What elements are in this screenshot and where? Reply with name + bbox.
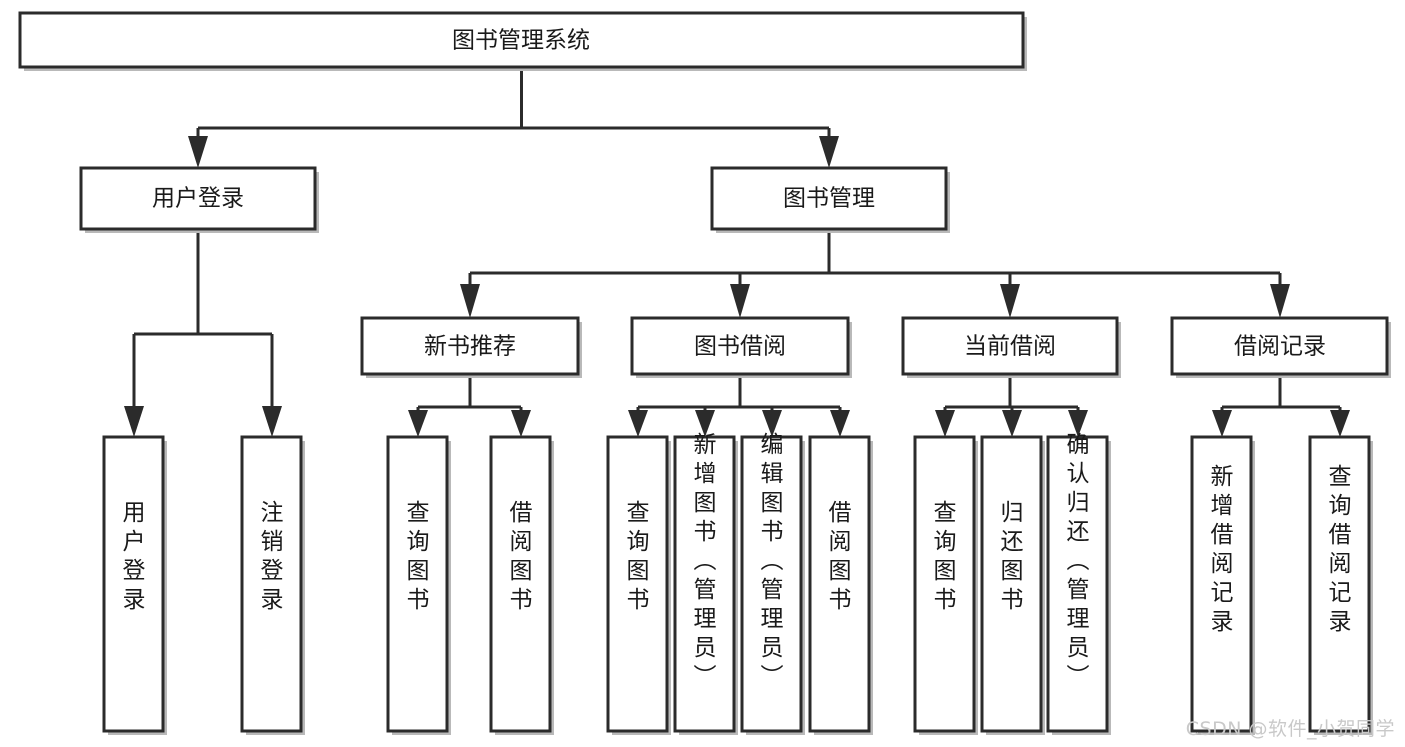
connector-group-borrowrecord-to-leaves	[1212, 374, 1350, 437]
node-new-book-recommend-label: 新书推荐	[424, 334, 516, 360]
arrow-head-leaf-query-book-1	[408, 410, 428, 437]
arrow-head-leaf-add-book	[695, 410, 715, 437]
leaf-return-book-label: 归还图书	[1001, 500, 1024, 613]
node-borrow-record-rect[interactable]	[1170, 316, 1389, 376]
leaf-borrow-book-1-rect[interactable]	[489, 435, 552, 733]
leaf-return-book-rect[interactable]	[980, 435, 1043, 733]
leaf-borrow-book-1-label: 借阅图书	[510, 500, 533, 613]
arrow-head-new-book-recommend	[460, 284, 480, 318]
leaf-borrow-book-2-label: 借阅图书	[829, 500, 852, 613]
node-book-management[interactable]: 图书管理	[710, 166, 950, 233]
node-root-label: 图书管理系统	[452, 28, 590, 54]
node-user-login[interactable]: 用户登录	[79, 166, 319, 233]
node-user-login-label: 用户登录	[152, 186, 244, 212]
leaf-confirm-return-rect[interactable]	[1046, 435, 1109, 733]
connector-group-bookborrow-to-leaves	[628, 374, 850, 437]
leaf-user-logout-rect[interactable]	[240, 435, 303, 733]
leaf-add-book-label: 新增图书︵管理员︶	[694, 432, 717, 690]
leaf-add-book[interactable]: 新增图书︵管理员︶	[673, 432, 738, 735]
connector-group-currentborrow-to-leaves	[935, 374, 1088, 437]
leaf-confirm-return[interactable]: 确认归还︵管理员︶	[1046, 432, 1111, 735]
leaf-edit-book[interactable]: 编辑图书︵管理员︶	[740, 432, 805, 735]
arrow-head-leaf-return-book	[1002, 410, 1022, 437]
arrow-head-leaf-edit-book	[762, 410, 782, 437]
leaf-query-record-rect[interactable]	[1308, 435, 1371, 733]
leaf-borrow-book-2-rect[interactable]	[808, 435, 871, 733]
connector-group-root-to-level1	[188, 67, 839, 168]
node-user-login-rect[interactable]	[79, 166, 317, 231]
leaf-add-record-rect[interactable]	[1190, 435, 1253, 733]
arrow-head-leaf-query-record	[1330, 410, 1350, 437]
arrow-head-book-management	[819, 136, 839, 168]
node-current-borrow-rect[interactable]	[901, 316, 1119, 376]
arrow-head-user-login	[188, 136, 208, 168]
node-book-borrow-label: 图书借阅	[694, 334, 786, 360]
leaf-query-book-3-label: 查询图书	[934, 500, 957, 613]
leaf-query-book-1-rect[interactable]	[386, 435, 449, 733]
leaf-add-book-rect[interactable]	[673, 435, 736, 733]
node-current-borrow-label: 当前借阅	[964, 334, 1056, 360]
arrow-head-leaf-add-record	[1212, 410, 1232, 437]
connector-group-newbook-to-leaves	[408, 374, 531, 437]
leaf-query-book-2-rect[interactable]	[606, 435, 669, 733]
leaf-user-login-rect[interactable]	[102, 435, 165, 733]
arrow-head-leaf-confirm-return	[1068, 410, 1088, 437]
leaf-return-book[interactable]: 归还图书	[980, 435, 1045, 735]
leaf-user-logout[interactable]: 注销登录	[240, 435, 305, 735]
arrow-head-leaf-user-login	[124, 406, 144, 437]
node-book-management-label: 图书管理	[783, 186, 875, 212]
connector-group-userlogin-to-leaves	[124, 233, 282, 437]
leaf-query-book-3[interactable]: 查询图书	[913, 435, 978, 735]
arrow-head-leaf-query-book-2	[628, 410, 648, 437]
leaf-add-record[interactable]: 新增借阅记录	[1190, 435, 1255, 735]
leaf-borrow-book-1[interactable]: 借阅图书	[489, 435, 554, 735]
arrow-head-leaf-query-book-3	[935, 410, 955, 437]
leaf-query-book-1[interactable]: 查询图书	[386, 435, 451, 735]
node-borrow-record-label: 借阅记录	[1234, 334, 1326, 360]
leaf-user-login[interactable]: 用户登录	[102, 435, 167, 735]
leaf-query-book-1-label: 查询图书	[407, 500, 430, 613]
node-root-rect[interactable]	[18, 11, 1025, 69]
leaf-user-login-label: 用户登录	[123, 500, 146, 613]
arrow-head-borrow-record	[1270, 284, 1290, 318]
leaf-confirm-return-label: 确认归还︵管理员︶	[1067, 432, 1090, 690]
node-new-book-recommend[interactable]: 新书推荐	[360, 316, 582, 378]
arrow-head-leaf-borrow-book-1	[511, 410, 531, 437]
leaf-edit-book-label: 编辑图书︵管理员︶	[761, 432, 784, 690]
arrow-head-leaf-borrow-book-2	[830, 410, 850, 437]
node-new-book-recommend-rect[interactable]	[360, 316, 580, 376]
leaf-borrow-book-2[interactable]: 借阅图书	[808, 435, 873, 735]
node-current-borrow[interactable]: 当前借阅	[901, 316, 1121, 378]
node-book-borrow-rect[interactable]	[630, 316, 850, 376]
leaf-query-book-2-label: 查询图书	[627, 500, 650, 613]
leaf-query-record[interactable]: 查询借阅记录	[1308, 435, 1373, 735]
node-book-management-rect[interactable]	[710, 166, 948, 231]
leaf-edit-book-rect[interactable]	[740, 435, 803, 733]
leaf-query-record-label: 查询借阅记录	[1329, 464, 1352, 635]
node-borrow-record[interactable]: 借阅记录	[1170, 316, 1391, 378]
connector-group-bookmanagement-to-level2	[460, 233, 1290, 318]
node-book-borrow[interactable]: 图书借阅	[630, 316, 852, 378]
leaf-user-logout-label: 注销登录	[261, 500, 284, 613]
node-root[interactable]: 图书管理系统	[18, 11, 1027, 71]
arrow-head-current-borrow	[1000, 284, 1020, 318]
leaf-query-book-3-rect[interactable]	[913, 435, 976, 733]
leaf-add-record-label: 新增借阅记录	[1211, 464, 1234, 635]
arrow-head-book-borrow	[730, 284, 750, 318]
leaf-query-book-2[interactable]: 查询图书	[606, 435, 671, 735]
arrow-head-leaf-user-logout	[262, 406, 282, 437]
